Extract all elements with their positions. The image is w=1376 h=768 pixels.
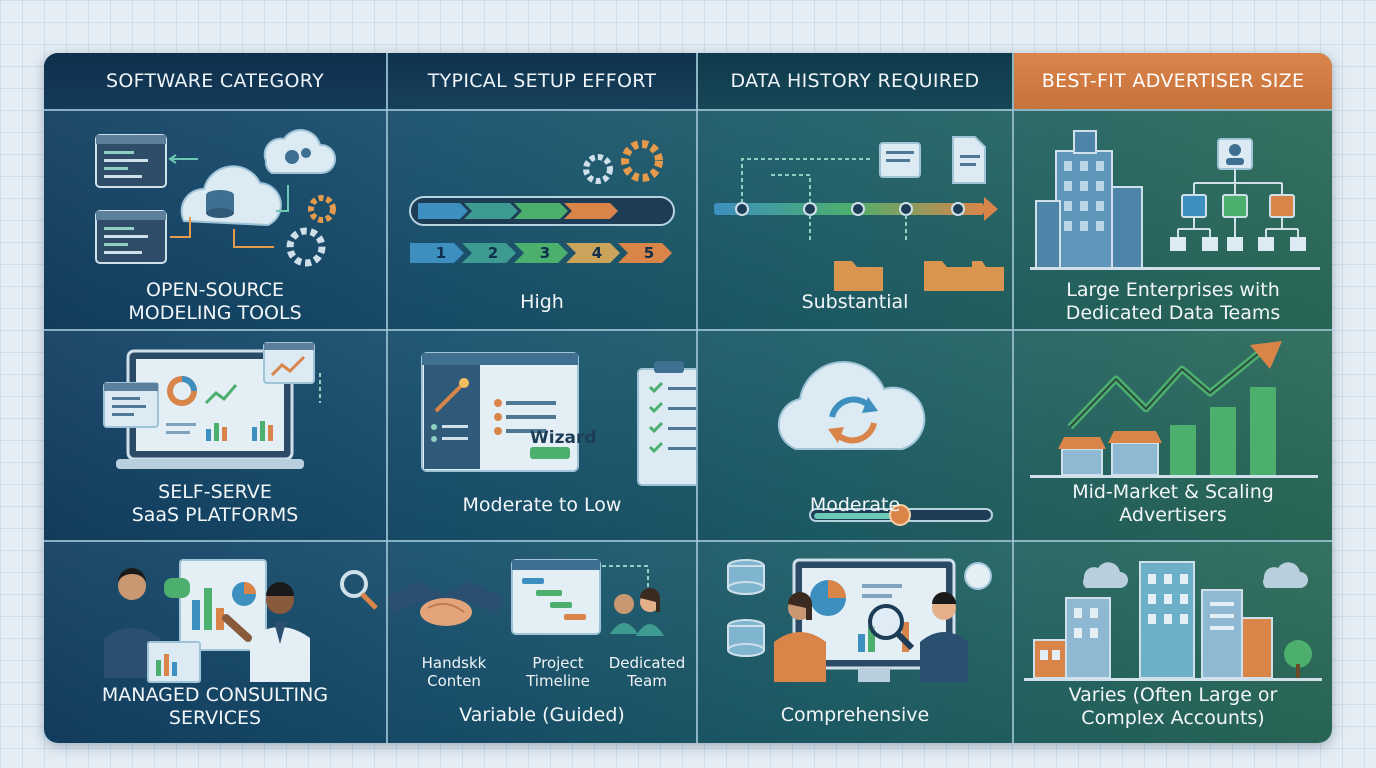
step-label: 2 <box>487 244 499 262</box>
cell-setup-high: 1 2 3 4 5 High <box>388 111 696 329</box>
cell-data-substantial: Substantial <box>698 111 1012 329</box>
progress-slider-icon <box>809 504 993 526</box>
advertiser-size-line: Large Enterprises with <box>1066 279 1280 301</box>
cell-data-comprehensive: Comprehensive <box>698 542 1012 743</box>
row-divider <box>44 329 1332 331</box>
header-advertiser-size: BEST-FIT ADVERTISER SIZE <box>1014 53 1332 109</box>
category-line: SaaS PLATFORMS <box>131 504 299 526</box>
category-line: SELF-SERVE <box>158 481 272 503</box>
advertiser-size-line: Complex Accounts) <box>1081 707 1265 729</box>
cell-size-varies: Varies (Often Large or Complex Accounts) <box>1014 542 1332 743</box>
cell-setup-moderate: Wizard Moderate to Low <box>388 331 696 540</box>
advertiser-size-line: Dedicated Data Teams <box>1065 302 1281 324</box>
data-history-label-3: Comprehensive <box>780 704 930 726</box>
category-line: MANAGED CONSULTING <box>101 684 329 706</box>
step-label: 4 <box>591 244 603 262</box>
data-history-label-1: Substantial <box>801 291 909 313</box>
comparison-table: SOFTWARE CATEGORY TYPICAL SETUP EFFORT D… <box>44 53 1332 743</box>
cell-size-large: Large Enterprises with Dedicated Data Te… <box>1014 111 1332 329</box>
wizard-title: Wizard <box>530 428 597 448</box>
advertiser-size-line: Advertisers <box>1119 504 1227 526</box>
header-setup-effort: TYPICAL SETUP EFFORT <box>388 53 696 109</box>
category-label-3: MANAGED CONSULTING SERVICES <box>48 684 382 730</box>
advertiser-size-label-1: Large Enterprises with Dedicated Data Te… <box>1018 279 1328 325</box>
category-line: SERVICES <box>168 707 262 729</box>
category-label-1: OPEN-SOURCE MODELING TOOLS <box>48 279 382 325</box>
dashboard-laptop-icon <box>103 342 321 469</box>
city-buildings-icon <box>1024 561 1322 681</box>
advertiser-size-line: Mid-Market & Scaling <box>1072 481 1274 503</box>
dedicated-team-label: Dedicated Team <box>598 654 696 690</box>
consultants-icon <box>104 559 378 683</box>
progress-steps-icon <box>409 140 675 263</box>
cell-consulting: MANAGED CONSULTING SERVICES <box>44 542 386 743</box>
header-software-category: SOFTWARE CATEGORY <box>44 53 386 109</box>
step-label: 3 <box>539 244 551 262</box>
sub-label-line: Project <box>532 654 584 672</box>
header-data-history: DATA HISTORY REQUIRED <box>698 53 1012 109</box>
data-history-label-2: Moderate <box>809 494 901 516</box>
step-label: 5 <box>643 244 655 262</box>
setup-effort-label-3: Variable (Guided) <box>459 704 625 726</box>
growth-chart-icon <box>1030 341 1318 478</box>
sub-label-line: Handskk <box>421 654 487 672</box>
setup-effort-label-1: High <box>520 291 564 313</box>
column-divider <box>386 53 388 743</box>
cell-self-serve: SELF-SERVE SaaS PLATFORMS <box>44 331 386 540</box>
category-label-2: SELF-SERVE SaaS PLATFORMS <box>48 481 382 527</box>
data-analysis-icon <box>727 558 992 682</box>
row-divider <box>44 540 1332 542</box>
cell-setup-variable: Handskk Conten Project Timeline Dedicate… <box>388 542 696 743</box>
advertiser-size-label-2: Mid-Market & Scaling Advertisers <box>1018 481 1328 527</box>
handshake-timeline-icon <box>388 559 664 636</box>
category-line: OPEN-SOURCE <box>146 279 284 301</box>
sub-label-line: Conten <box>427 672 481 690</box>
column-divider <box>1012 53 1014 743</box>
cell-size-mid: Mid-Market & Scaling Advertisers <box>1014 331 1332 540</box>
setup-wizard-icon <box>421 352 696 486</box>
column-divider <box>696 53 698 743</box>
sub-label-line: Team <box>627 672 667 690</box>
cell-open-source: OPEN-SOURCE MODELING TOOLS <box>44 111 386 329</box>
step-label: 1 <box>435 244 447 262</box>
advertiser-size-label-3: Varies (Often Large or Complex Accounts) <box>1018 684 1328 730</box>
project-timeline-label: Project Timeline <box>508 654 608 690</box>
data-timeline-icon <box>714 136 1004 291</box>
handshake-label: Handskk Conten <box>402 654 506 690</box>
category-line: MODELING TOOLS <box>128 302 302 324</box>
advertiser-size-line: Varies (Often Large or <box>1068 684 1278 706</box>
setup-effort-label-2: Moderate to Low <box>462 494 622 516</box>
cloud-sync-icon <box>777 361 926 450</box>
enterprise-building-icon <box>1030 130 1320 270</box>
sub-label-line: Timeline <box>526 672 590 690</box>
sub-label-line: Dedicated <box>608 654 686 672</box>
cell-data-moderate: Moderate <box>698 331 1012 540</box>
code-cloud-icon <box>95 129 337 267</box>
row-divider <box>44 109 1332 111</box>
